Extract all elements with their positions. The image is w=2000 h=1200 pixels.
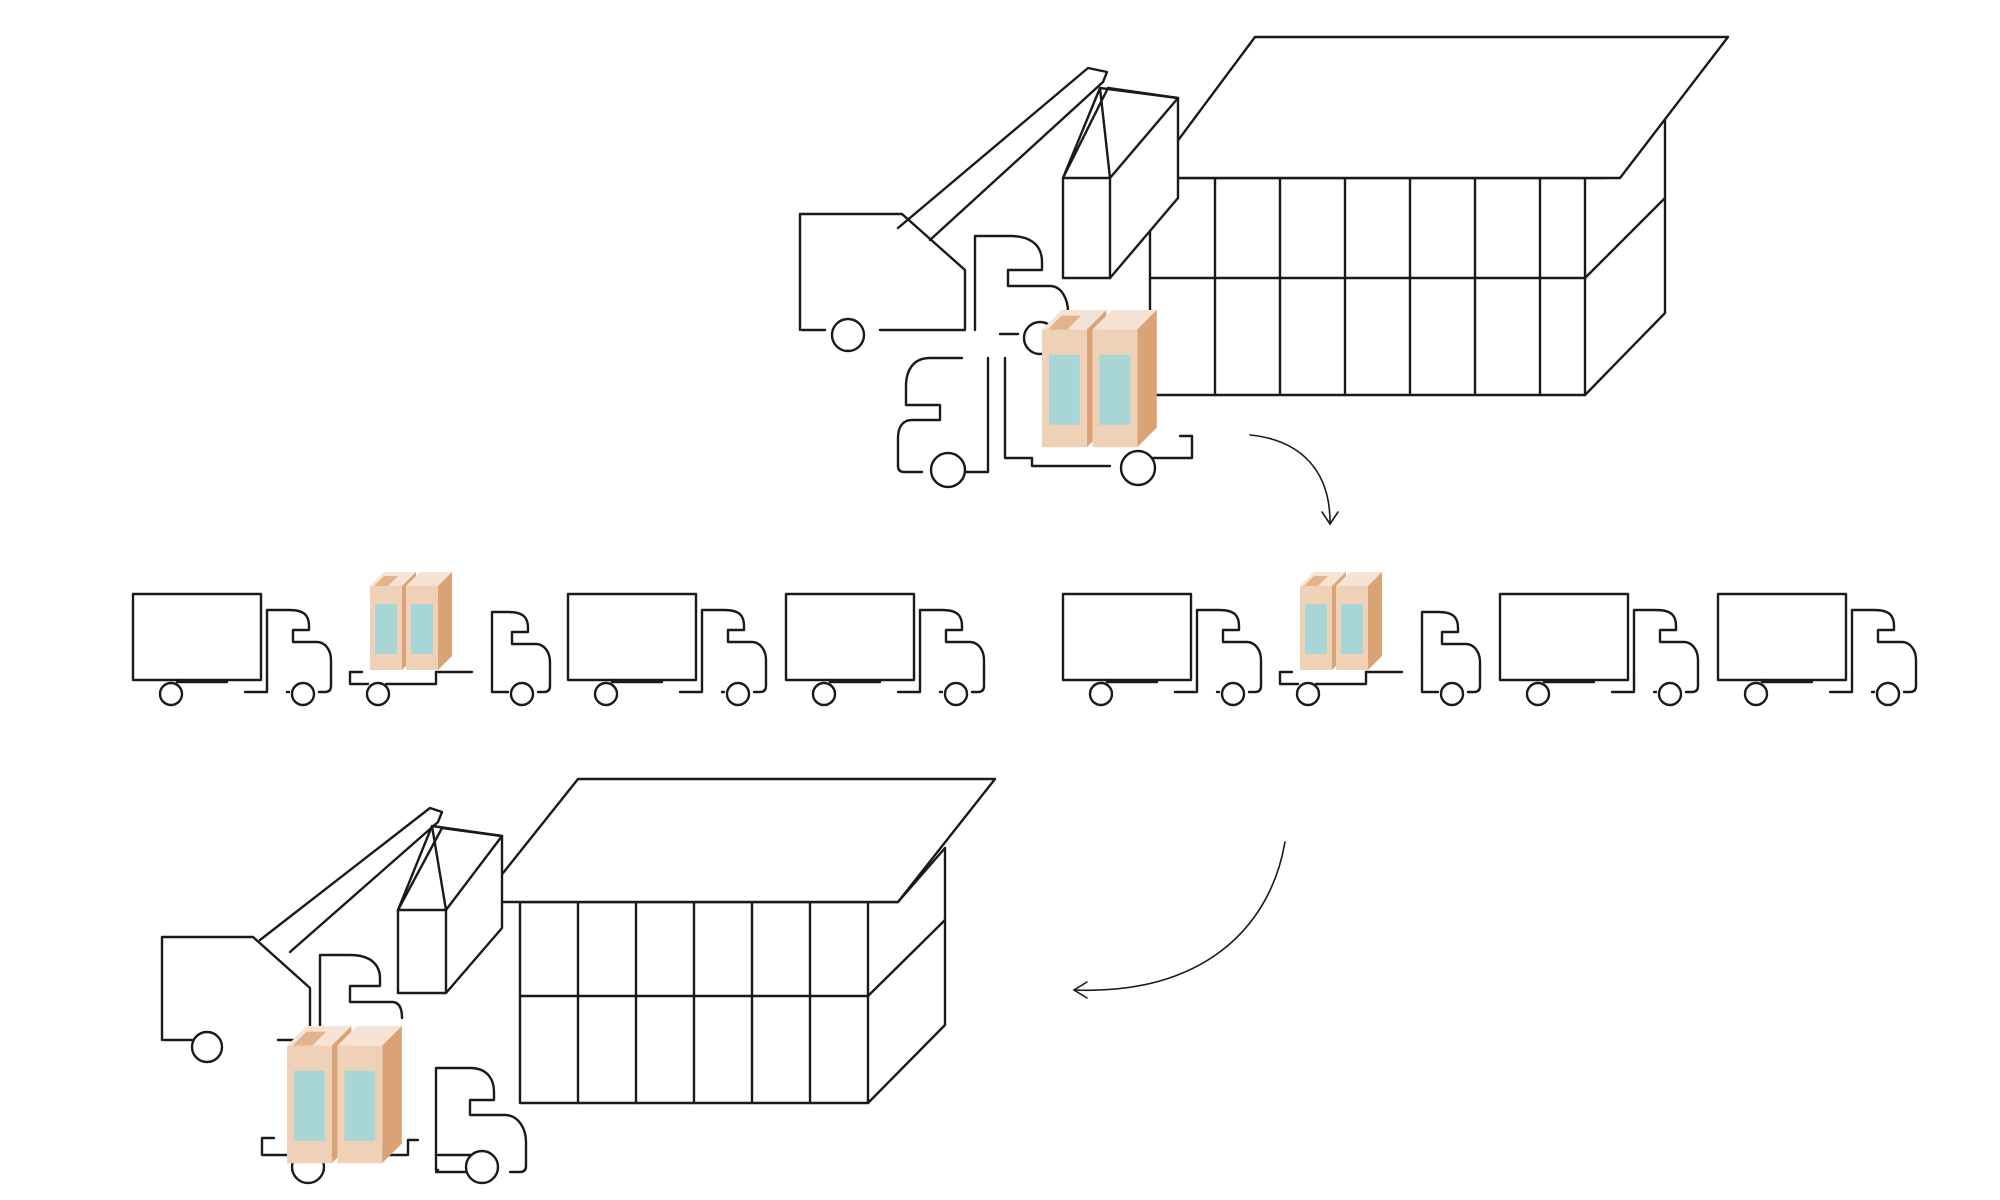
- empty-box-truck-icon: [1498, 592, 1700, 707]
- stage-transport: [131, 572, 1918, 999]
- module-pair-icon: [370, 572, 452, 670]
- flow-arrow-2-icon: [1072, 841, 1286, 999]
- empty-box-truck-icon: [784, 592, 986, 707]
- crane-truck-icon: [798, 66, 1180, 356]
- empty-box-truck-icon: [1716, 592, 1918, 707]
- empty-box-truck-icon: [566, 592, 768, 707]
- stage-loading: [798, 35, 1730, 526]
- empty-box-truck-icon: [131, 592, 333, 707]
- crane-truck-icon: [160, 806, 504, 1064]
- factory-building-icon: [1148, 35, 1730, 397]
- stage-installation: [160, 777, 997, 1185]
- module-pair-icon: [1042, 310, 1157, 448]
- flow-arrow-1-icon: [1249, 434, 1339, 526]
- module-truck-icon: [896, 356, 1194, 489]
- empty-box-truck-icon: [1061, 592, 1263, 707]
- convoy-left: [131, 572, 986, 707]
- module-pair-icon: [287, 1026, 402, 1164]
- convoy-right: [1061, 572, 1918, 707]
- building-icon: [478, 777, 997, 1105]
- module-pair-icon: [1300, 572, 1382, 670]
